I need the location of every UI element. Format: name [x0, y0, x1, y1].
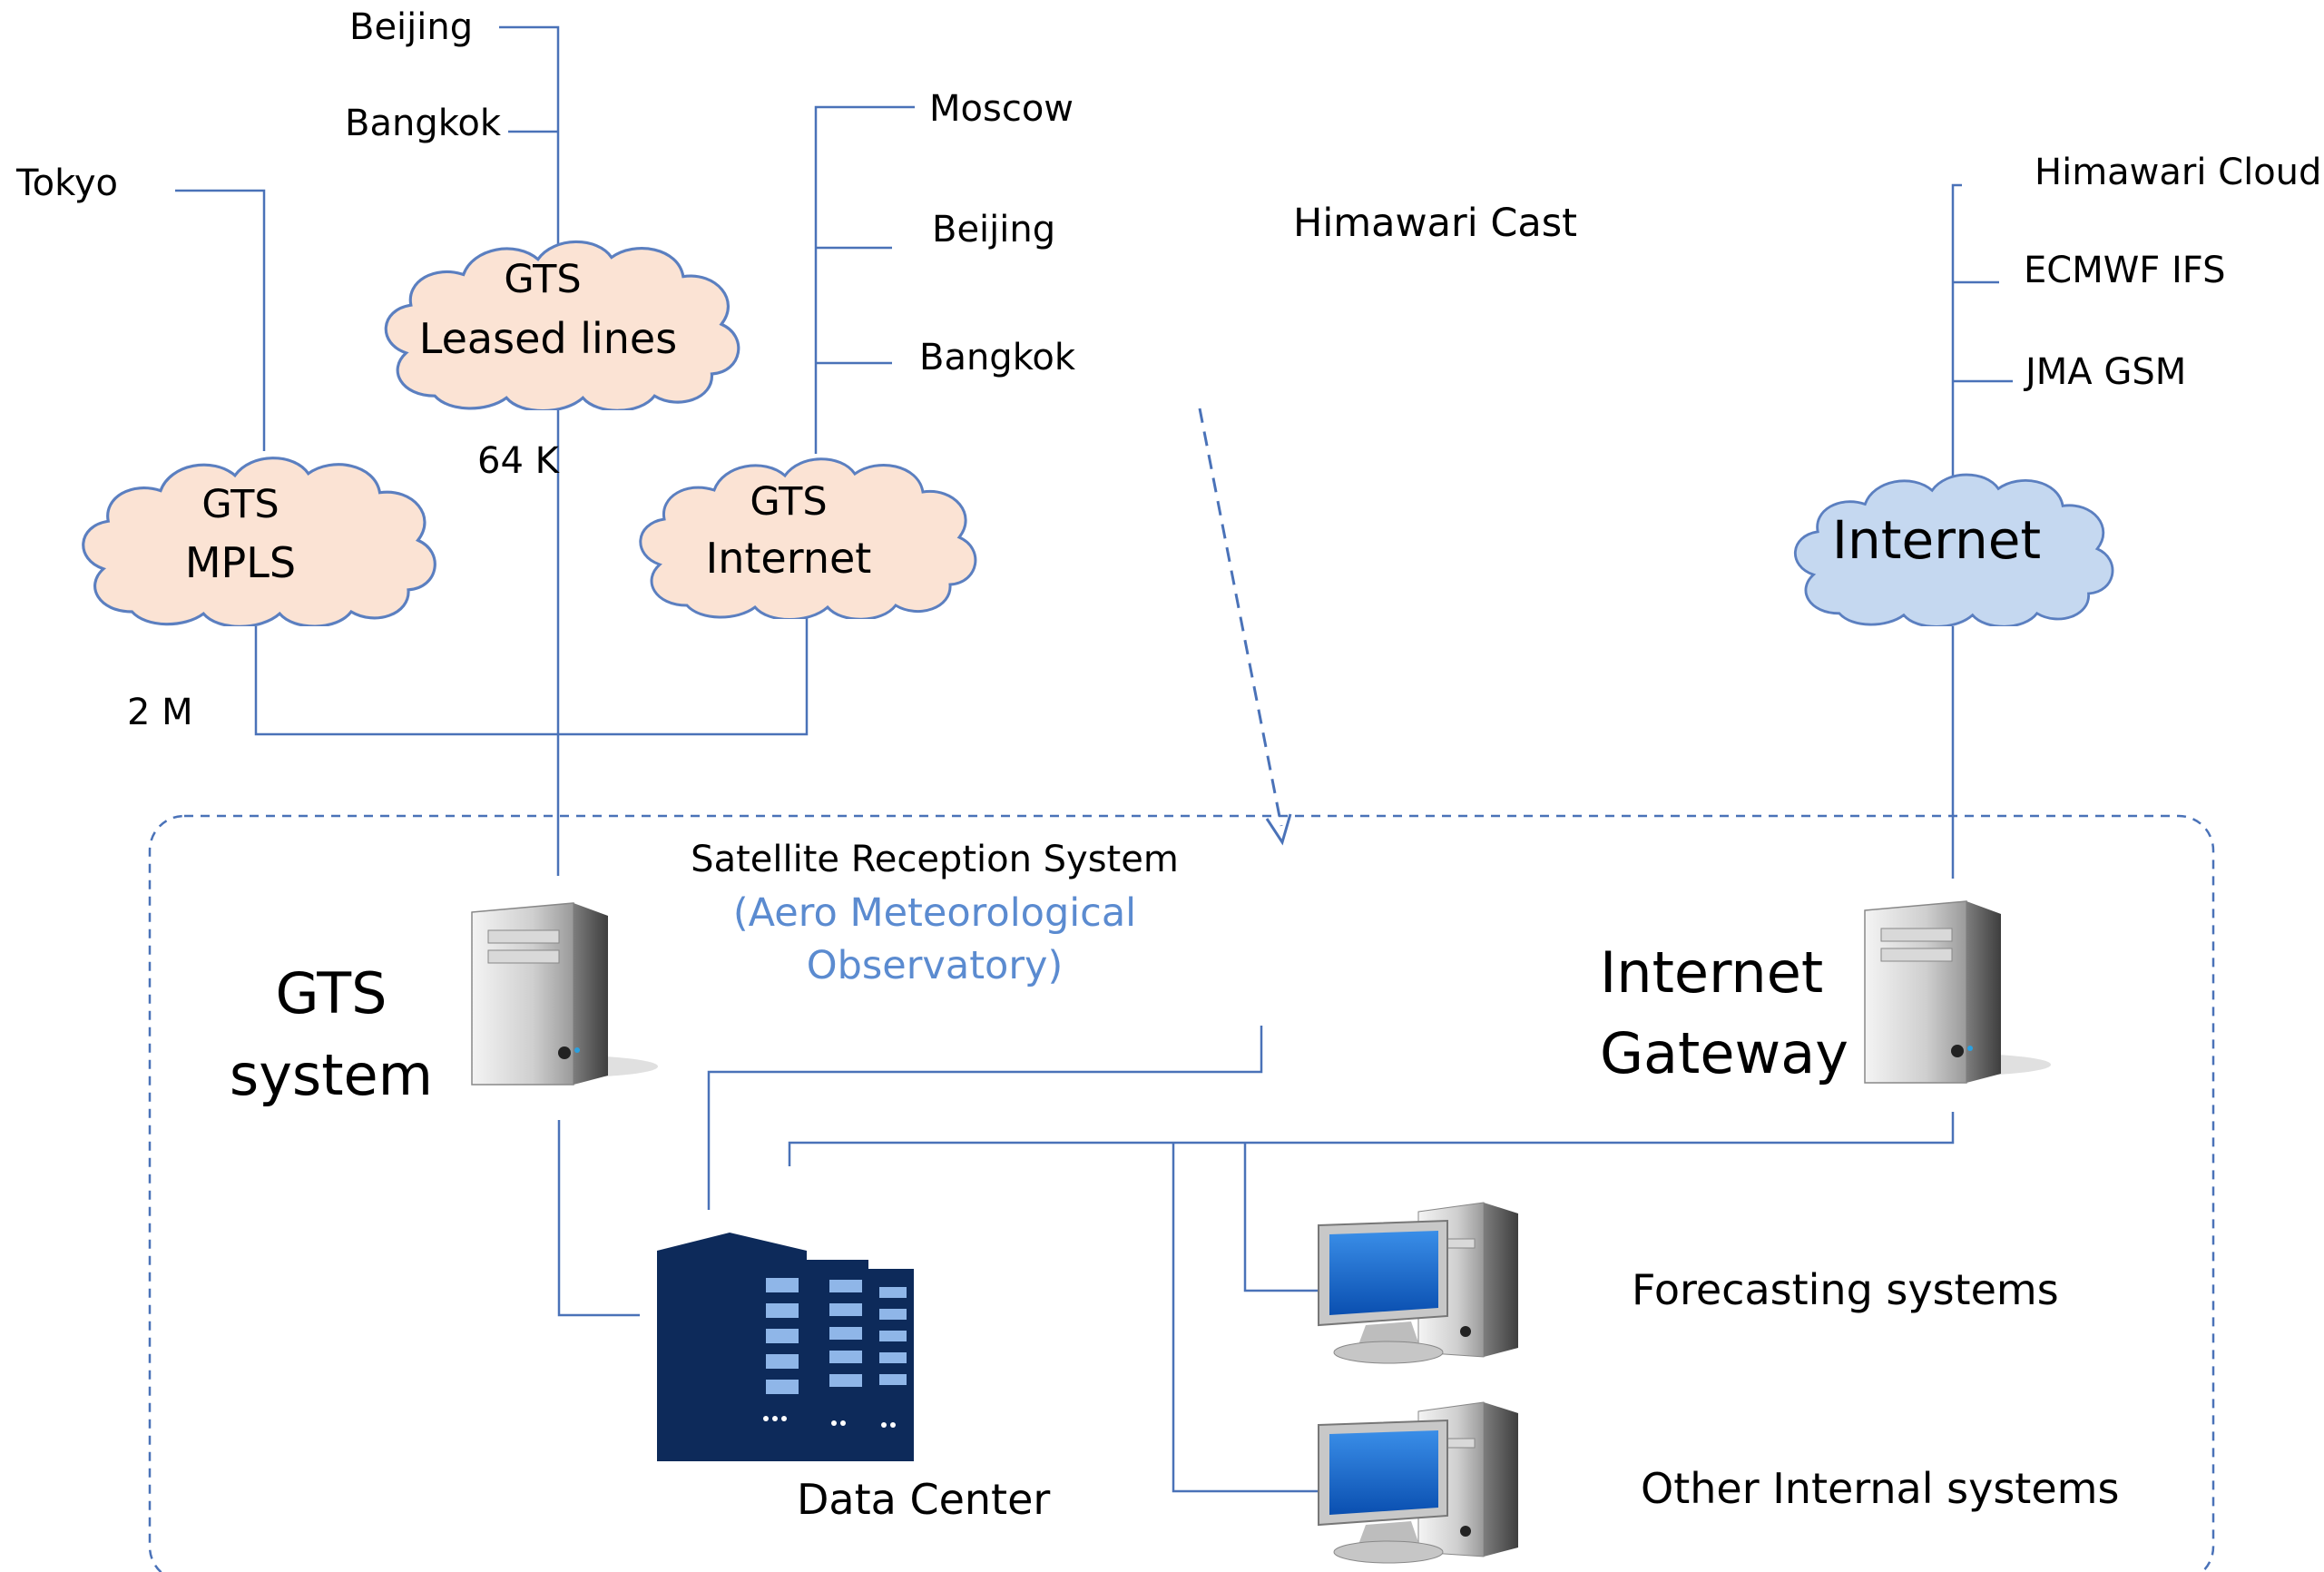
label-beijing-leased: Beijing	[349, 6, 474, 48]
line-tokyo-mpls	[175, 189, 266, 451]
gts-system-subtitle: system	[229, 1042, 434, 1108]
server-rack-icon	[657, 1233, 914, 1461]
himawari-downlink-arrow	[1198, 408, 1292, 846]
line-gts-datacenter	[557, 1120, 640, 1317]
line-other-branch	[1172, 1143, 1327, 1493]
server-tower-icon	[471, 902, 658, 1086]
gts-system-title: GTS	[275, 960, 387, 1027]
cloud-gts-internet-title: GTS	[750, 479, 828, 525]
desktop-computer-icon	[1318, 1401, 1518, 1564]
label-bangkok-internet: Bangkok	[919, 337, 1076, 378]
label-speed-64k: 64 K	[477, 440, 559, 482]
internal-network-boundary	[148, 814, 2215, 1572]
label-speed-2m: 2 M	[127, 692, 193, 733]
label-tokyo: Tokyo	[16, 162, 118, 204]
label-himawari-cloud: Himawari Cloud	[2035, 152, 2322, 193]
line-beijing-leased	[499, 25, 560, 263]
line-moscow-internet	[814, 105, 915, 454]
cloud-gts-mpls-title: GTS	[201, 482, 279, 527]
data-center-label: Data Center	[797, 1475, 1051, 1524]
internet-gateway-subtitle: Gateway	[1600, 1020, 1848, 1086]
line-himawari-cloud	[1951, 183, 1962, 477]
cloud-gts-mpls-subtitle: MPLS	[184, 538, 297, 587]
line-internal-bus	[788, 1112, 1955, 1166]
label-himawari-cast: Himawari Cast	[1293, 201, 1577, 246]
internet-gateway-title: Internet	[1600, 939, 1824, 1006]
satellite-reception-sub1: (Aero Meteorological	[732, 890, 1137, 936]
cloud-internet-label: Internet	[1831, 509, 2042, 571]
line-mpls-bus	[254, 617, 809, 736]
desktop-computer-icon	[1318, 1202, 1518, 1364]
cloud-gts-leased-title: GTS	[504, 257, 582, 302]
server-tower-icon	[1864, 900, 2051, 1084]
forecasting-systems-label: Forecasting systems	[1632, 1265, 2059, 1314]
satellite-reception-sub2: Observatory)	[806, 943, 1064, 988]
label-ecmwf-ifs: ECMWF IFS	[2024, 250, 2226, 291]
line-satellite-datacenter	[707, 1026, 1263, 1210]
label-jma-gsm: JMA GSM	[2025, 351, 2187, 393]
connection-lines	[175, 25, 2013, 1493]
line-forecasting-branch	[1243, 1143, 1327, 1292]
label-moscow: Moscow	[929, 88, 1074, 130]
other-internal-systems-label: Other Internal systems	[1641, 1464, 2120, 1513]
label-bangkok-leased: Bangkok	[345, 103, 502, 144]
cloud-gts-internet-subtitle: Internet	[705, 534, 872, 583]
satellite-reception-title: Satellite Reception System	[691, 839, 1179, 880]
cloud-gts-leased-subtitle: Leased lines	[418, 314, 678, 363]
label-beijing-internet: Beijing	[932, 209, 1056, 251]
